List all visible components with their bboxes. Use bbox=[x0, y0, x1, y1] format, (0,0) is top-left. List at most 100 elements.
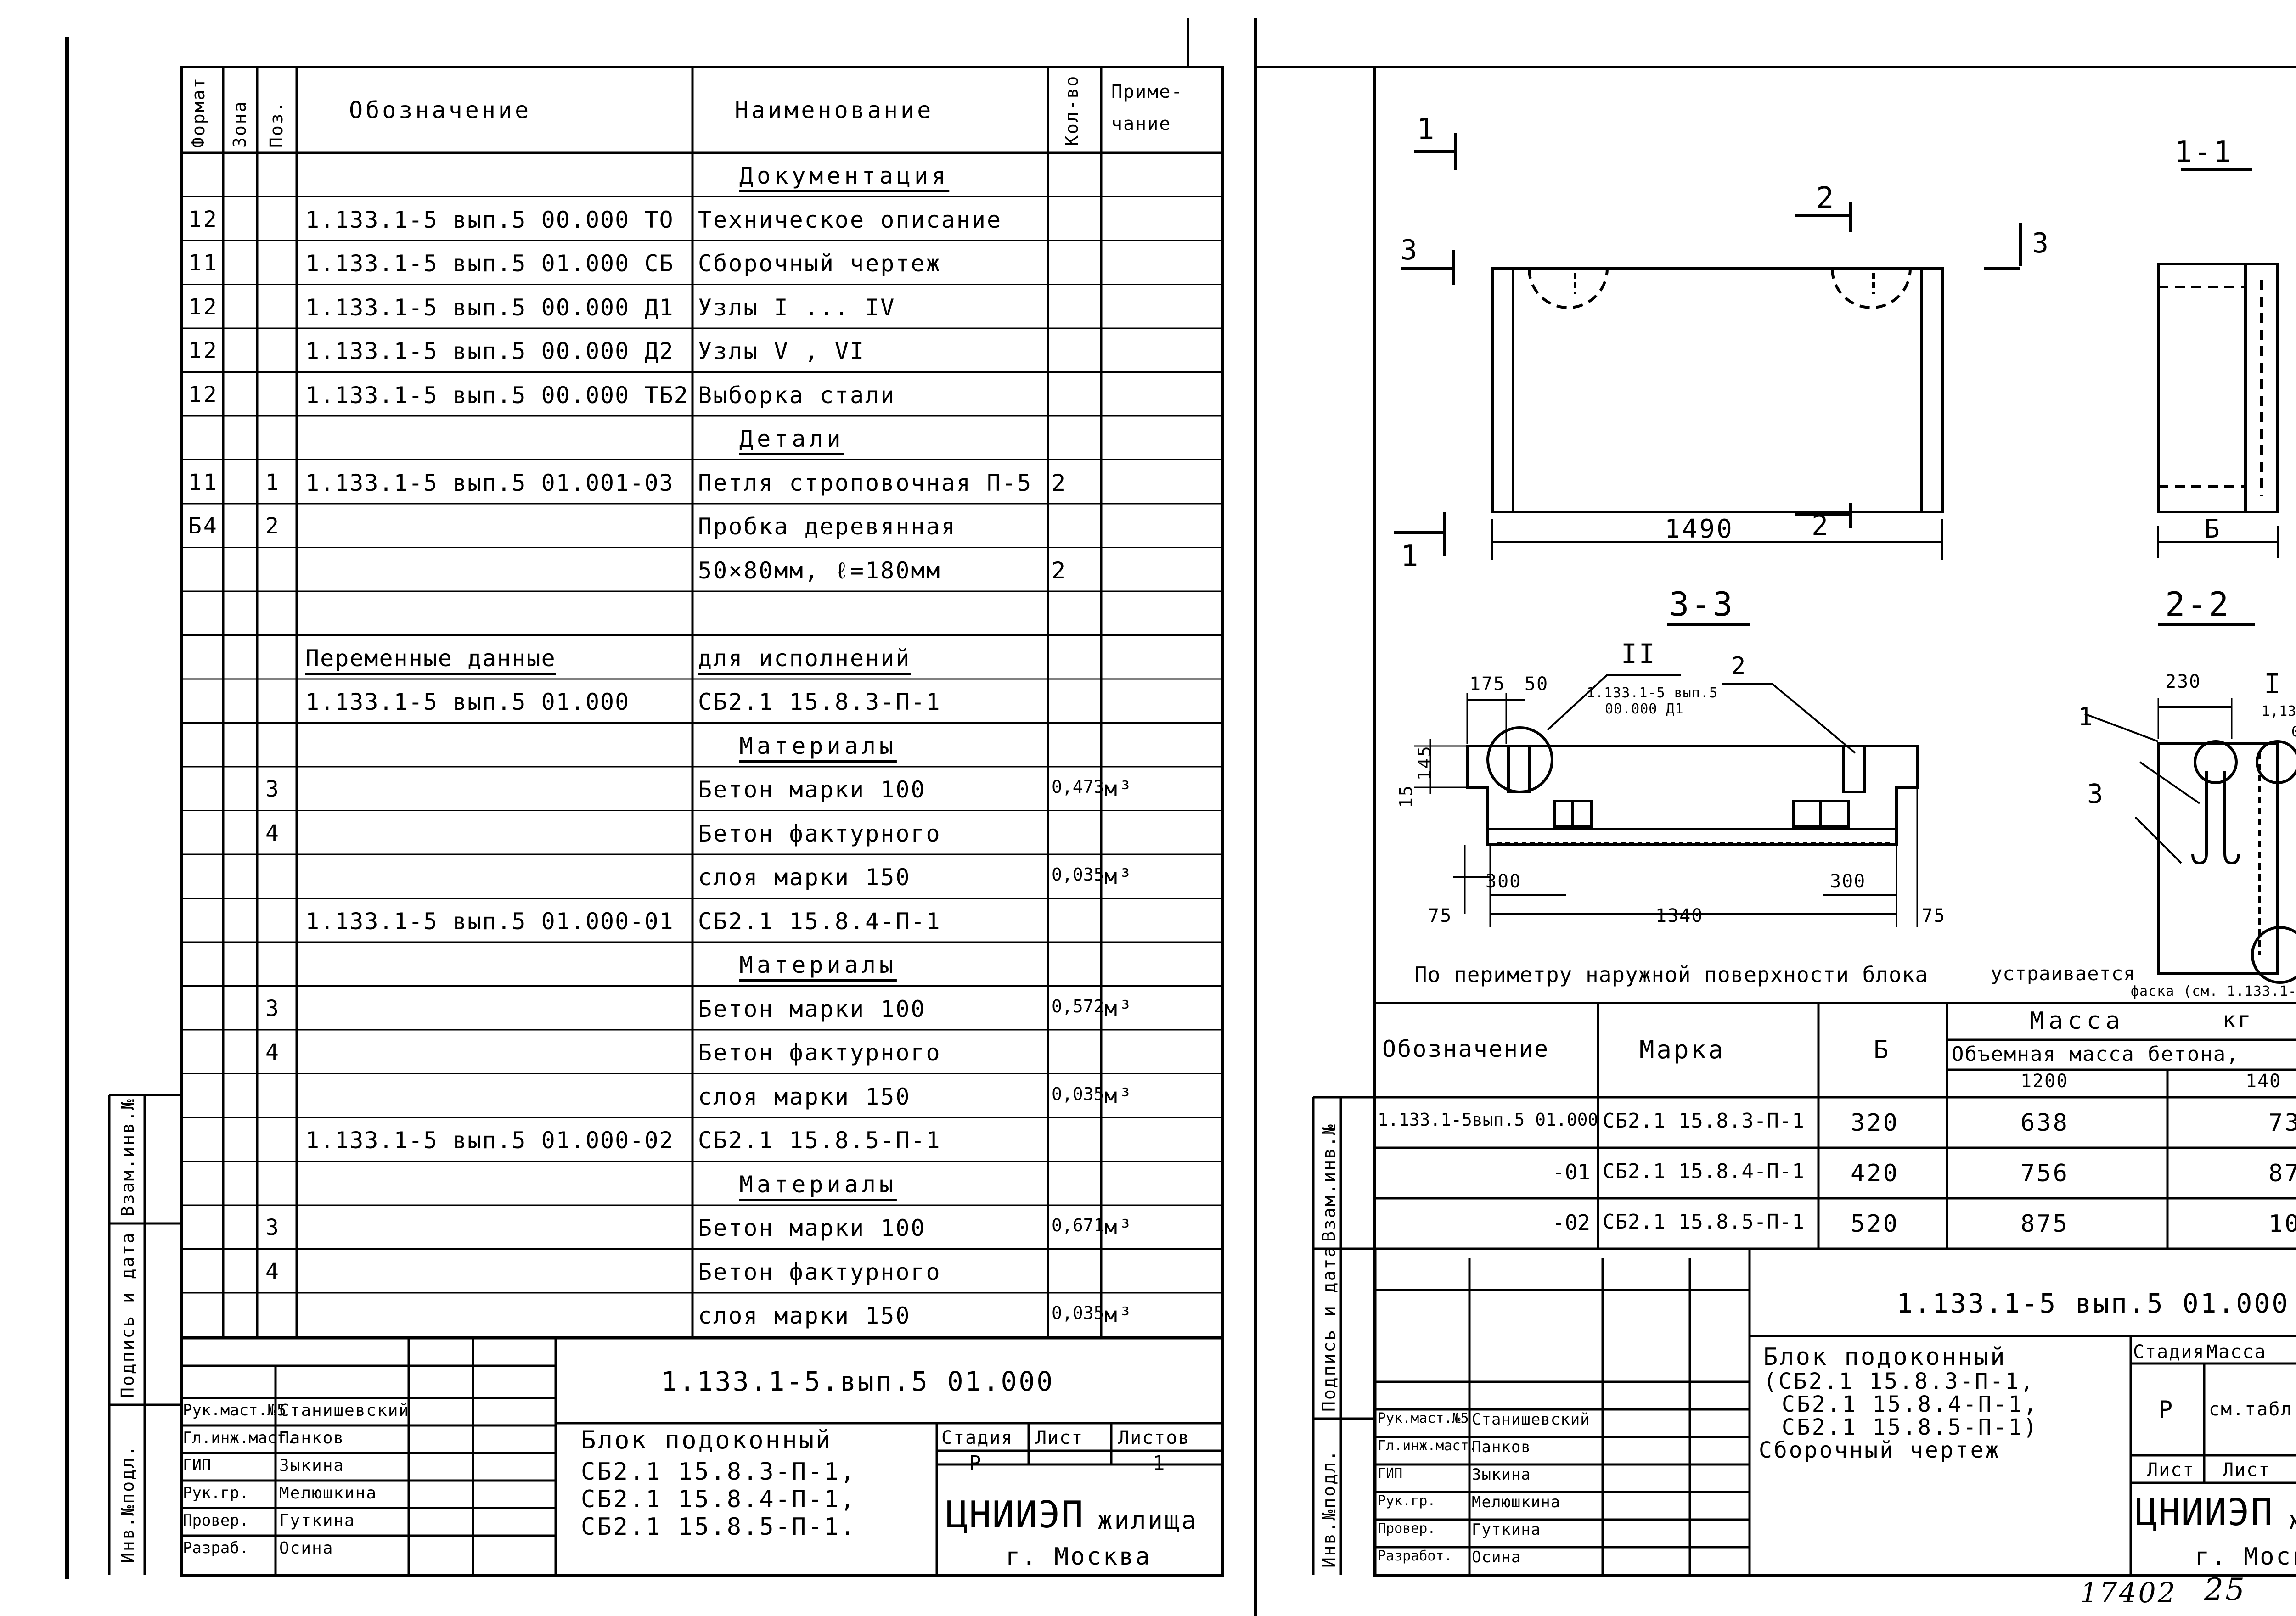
row-name: Бетон марки 100 bbox=[698, 1215, 926, 1241]
person-role: Рук.маст.№5 bbox=[183, 1401, 287, 1420]
row-pos: 1 bbox=[265, 469, 281, 495]
row-name: слоя марки 150 bbox=[698, 864, 911, 891]
right-title-1: Блок подоконный bbox=[1763, 1343, 2007, 1371]
left-org-1: ЦНИИЭП bbox=[946, 1493, 1084, 1536]
dim-75-left: 75 bbox=[1428, 905, 1452, 926]
row-note: м³ bbox=[1104, 1215, 1134, 1240]
row-designation: 1.133.1-5 вып.5 00.000 Д2 bbox=[305, 338, 674, 365]
mass-mark: СБ2.1 15.8.3-П-1 bbox=[1603, 1109, 1805, 1133]
right-org-1: ЦНИИЭП bbox=[2135, 1491, 2273, 1534]
right-title-4: СБ2.1 15.8.5-П-1) bbox=[1782, 1414, 2039, 1440]
row-name: Выборка стали bbox=[698, 382, 896, 409]
mass-b: 520 bbox=[1851, 1210, 1899, 1238]
dim-175: 175 bbox=[1469, 673, 1506, 695]
mass-header-designation: Обозначение bbox=[1382, 1036, 1550, 1062]
cut-mark-2-top: 2 bbox=[1816, 181, 1836, 215]
mass-m1: 756 bbox=[2020, 1160, 2069, 1187]
row-designation: 1.133.1-5 вып.5 00.000 ТБ2 bbox=[305, 382, 689, 409]
row-pos: 3 bbox=[265, 995, 281, 1021]
person-name: Зыкина bbox=[279, 1456, 345, 1475]
row-note: м³ bbox=[1104, 995, 1134, 1021]
row-designation: 1.133.1-5 вып.5 01.000 bbox=[305, 689, 630, 715]
left-sheets-label: Листов bbox=[1118, 1427, 1190, 1448]
left-title-1: Блок подоконный bbox=[581, 1425, 833, 1454]
header-name: Наименование bbox=[735, 97, 934, 123]
header-note-1: Приме- bbox=[1111, 81, 1183, 102]
right-inv-orig: Инв.№подл. bbox=[1319, 1449, 1339, 1568]
mass-header-b: Б bbox=[1874, 1035, 1891, 1064]
row-name: Материалы bbox=[739, 732, 897, 759]
row-pos: 3 bbox=[265, 776, 281, 802]
row-format: 12 bbox=[188, 206, 219, 232]
row-name: Бетон фактурного bbox=[698, 820, 941, 847]
person-name: Осина bbox=[279, 1539, 334, 1558]
row-note: м³ bbox=[1104, 776, 1134, 801]
dim-145: 145 bbox=[1414, 745, 1435, 780]
row-name: Документация bbox=[739, 163, 950, 189]
node-1-label: I bbox=[2264, 668, 2283, 700]
person-role: Разраб. bbox=[183, 1539, 249, 1557]
mass-header-unit: кг bbox=[2223, 1007, 2253, 1033]
mass-header-d1: 1200 bbox=[2020, 1071, 2069, 1092]
footer-number: 17402 bbox=[2080, 1577, 2177, 1609]
left-frame-right bbox=[1221, 66, 1224, 1576]
person-role: Гл.инж.маст. bbox=[1378, 1438, 1477, 1454]
row-qty: 0,671 bbox=[1052, 1215, 1104, 1235]
mass-designation: 1.133.1-5вып.5 01.000 bbox=[1378, 1110, 1598, 1130]
node-ref-right: 1,133. bbox=[2262, 703, 2296, 719]
cut-mark-3-left: 3 bbox=[1401, 234, 1419, 266]
row-note: м³ bbox=[1104, 1302, 1134, 1327]
right-org-2: ж bbox=[2289, 1508, 2296, 1533]
perimeter-note-3: фаска (см. 1.133.1-5 вып bbox=[2131, 983, 2296, 999]
mass-m1: 875 bbox=[2020, 1210, 2069, 1238]
left-city: г. Москва bbox=[1006, 1543, 1152, 1571]
person-role: ГИП bbox=[183, 1456, 211, 1475]
row-name: Сборочный чертеж bbox=[698, 250, 941, 277]
row-pos: 4 bbox=[265, 1258, 281, 1285]
mass-b: 320 bbox=[1851, 1109, 1899, 1137]
row-name: 50×80мм, ℓ=180мм bbox=[698, 557, 941, 584]
row-format: 12 bbox=[188, 338, 219, 364]
person-name: Панков bbox=[279, 1429, 345, 1448]
row-name: Бетон фактурного bbox=[698, 1039, 941, 1066]
right-city: г. Моск bbox=[2195, 1543, 2296, 1571]
row-designation: 1.133.1-5 вып.5 01.001-03 bbox=[305, 469, 674, 496]
row-name: СБ2.1 15.8.3-П-1 bbox=[698, 689, 941, 715]
row-pos: 4 bbox=[265, 1039, 281, 1065]
left-sheet-label: Лист bbox=[1035, 1427, 1084, 1448]
person-role: Разработ. bbox=[1378, 1548, 1452, 1564]
left-edge-line bbox=[65, 37, 69, 1579]
perimeter-note: По периметру наружной поверхности блока bbox=[1414, 962, 1929, 987]
section-2-2-label: 2-2 bbox=[2165, 585, 2231, 623]
mass-designation: -02 bbox=[1552, 1210, 1591, 1235]
dim-50: 50 bbox=[1525, 673, 1549, 695]
dim-230: 230 bbox=[2165, 671, 2201, 692]
row-name: СБ2.1 15.8.4-П-1 bbox=[698, 908, 941, 935]
mass-b: 420 bbox=[1851, 1160, 1899, 1187]
mass-m1: 638 bbox=[2020, 1109, 2069, 1137]
row-format: 11 bbox=[188, 469, 219, 495]
row-format: 12 bbox=[188, 294, 219, 320]
left-title-3: СБ2.1 15.8.4-П-1, bbox=[581, 1486, 857, 1513]
right-frame-left bbox=[1373, 66, 1376, 1576]
person-role: Рук.маст.№5 bbox=[1378, 1410, 1469, 1426]
row-name: Техническое описание bbox=[698, 206, 1002, 233]
row-qty: 0,035 bbox=[1052, 1303, 1104, 1323]
dim-300-right: 300 bbox=[1830, 871, 1866, 892]
left-sheets: 1 bbox=[1153, 1452, 1167, 1475]
right-title-5: Сборочный чертеж bbox=[1759, 1437, 2001, 1463]
mass-designation: -01 bbox=[1552, 1160, 1591, 1184]
pos-1-label: 1 bbox=[2078, 702, 2095, 731]
row-note: м³ bbox=[1104, 1083, 1134, 1108]
header-designation: Обозначение bbox=[349, 97, 532, 123]
person-role: ГИП bbox=[1378, 1465, 1403, 1481]
row-name: Бетон фактурного bbox=[698, 1258, 941, 1285]
row-designation: 1.133.1-5 вып.5 01.000-02 bbox=[305, 1127, 674, 1154]
right-mass-label: Масса bbox=[2206, 1341, 2267, 1363]
right-inv-replace: Взам.инв.№ bbox=[1319, 1123, 1339, 1242]
node-ref-1: 1.133.1-5 вып.5 bbox=[1587, 685, 1718, 701]
right-stage-label: Стадия bbox=[2133, 1341, 2205, 1363]
row-name: Узлы I ... IV bbox=[698, 294, 896, 321]
mass-mark: СБ2.1 15.8.4-П-1 bbox=[1603, 1160, 1805, 1183]
right-title-2: (СБ2.1 15.8.3-П-1, bbox=[1763, 1369, 2036, 1394]
